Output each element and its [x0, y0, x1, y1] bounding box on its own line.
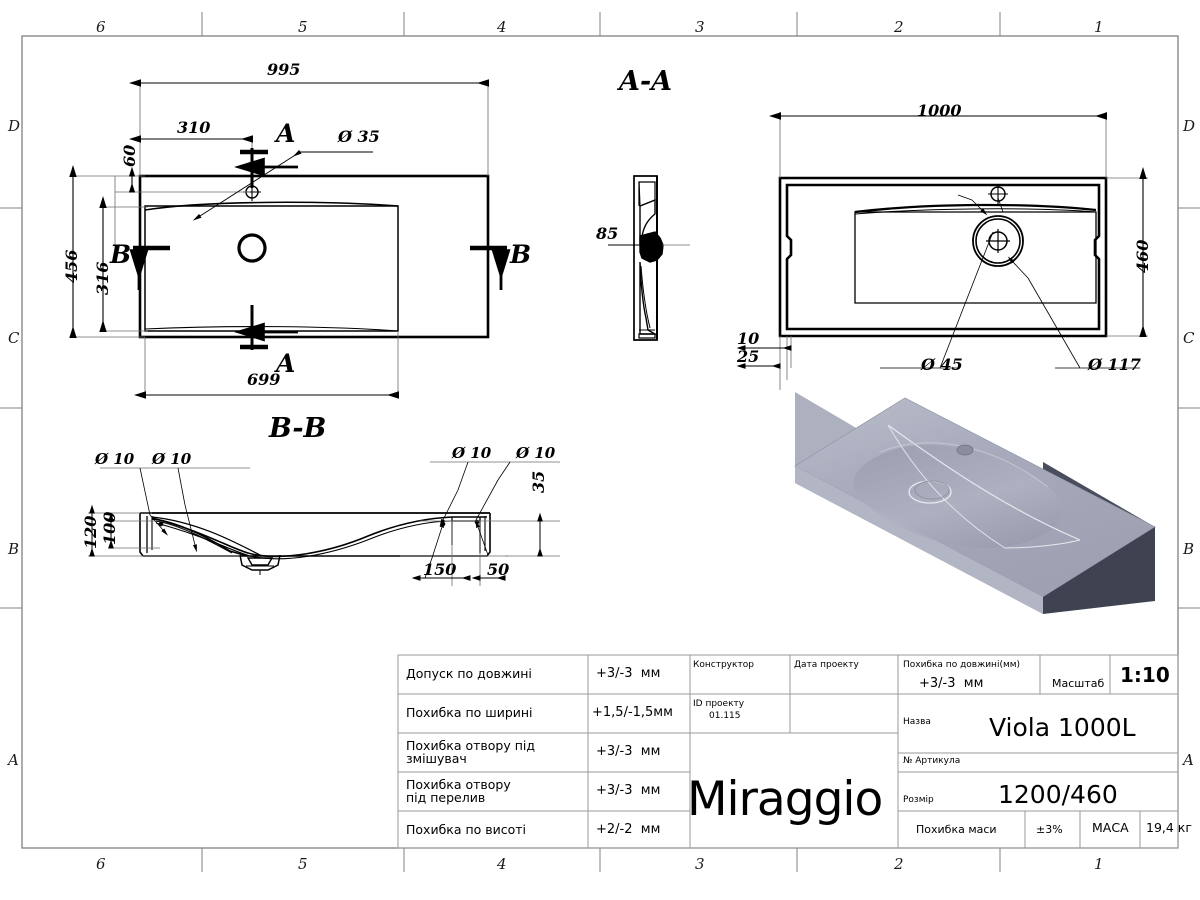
dim-label-d117: Ø 117	[1088, 355, 1141, 374]
tolerance-label-2: Похибка отвору під змішувач	[406, 738, 535, 766]
length-tolerance-label: Похибка по довжині(мм)	[903, 660, 1021, 670]
zone-right-c: C	[1183, 329, 1195, 347]
dim-label-d45: Ø 45	[921, 355, 963, 374]
dim-label-d35: Ø 35	[338, 127, 380, 146]
section-aa-geometry	[633, 175, 664, 341]
zone-bottom-5: 5	[298, 855, 308, 873]
zone-bottom-6: 6	[96, 855, 106, 873]
front-view-geometry	[138, 174, 490, 339]
tolerance-label-3: Похибка отвору під перелив	[406, 777, 511, 805]
zone-left-b: B	[8, 540, 20, 558]
brand-logo: Miraggio	[687, 772, 883, 827]
dim-label-r10-a: Ø 10	[95, 450, 135, 468]
tolerance-label-0: Допуск по довжині	[406, 666, 532, 681]
dim-label-456: 456	[62, 249, 81, 283]
mass-tolerance-value: ±3%	[1036, 823, 1063, 836]
project-id-label: ID проекту	[693, 699, 745, 709]
section-label-b-right: B	[510, 240, 532, 269]
tolerance-value-0: +3/-3 мм	[596, 666, 661, 681]
dim-label-460: 460	[1133, 239, 1152, 273]
dim-label-100: 100	[100, 511, 119, 545]
dim-label-10-lip: 10	[737, 329, 760, 348]
dim-label-995: 995	[267, 60, 301, 79]
zone-top-1: 1	[1094, 18, 1104, 36]
mass-value: 19,4 кг	[1146, 820, 1192, 835]
dim-label-316: 316	[93, 261, 112, 295]
leaders-bb	[139, 461, 511, 579]
project-id-value: 01.115	[709, 711, 741, 721]
section-title-bb: B-B	[269, 413, 327, 444]
top-view-geometry	[778, 176, 1108, 338]
tolerance-value-3: +3/-3 мм	[596, 783, 661, 798]
dim-label-120: 120	[81, 515, 100, 549]
section-mark-a-bottom	[234, 305, 298, 350]
tolerance-label-4: Похибка по висоті	[406, 822, 527, 837]
zone-right-b: B	[1183, 540, 1195, 558]
dim-label-50: 50	[487, 560, 510, 579]
name-label: Назва	[903, 717, 931, 727]
dim-label-35: 35	[529, 470, 548, 493]
designer-label: Конструктор	[693, 660, 754, 670]
dim-label-60: 60	[120, 144, 139, 167]
zone-bottom-4: 4	[497, 855, 507, 873]
zone-top-4: 4	[497, 18, 507, 36]
dim-label-r10-c: Ø 10	[452, 444, 492, 462]
size-value: 1200/460	[998, 780, 1118, 809]
dim-label-310: 310	[177, 118, 211, 137]
tolerance-value-1: +1,5/-1,5мм	[592, 705, 673, 720]
top-view-extension-lines	[779, 112, 1148, 390]
section-mark-b-left	[129, 245, 170, 290]
dim-label-699: 699	[247, 370, 281, 389]
leader-d45	[880, 194, 994, 369]
section-label-a-top: A	[276, 119, 296, 148]
dim-label-r10-b: Ø 10	[152, 450, 192, 468]
dim-label-r10-d: Ø 10	[516, 444, 556, 462]
dim-10-25	[736, 345, 792, 369]
zone-top-2: 2	[894, 18, 904, 36]
zone-right-a: A	[1183, 751, 1194, 769]
zone-right-d: D	[1183, 117, 1196, 135]
leader-d117	[997, 197, 1140, 369]
dim-label-85: 85	[596, 224, 619, 243]
zone-left-d: D	[8, 117, 21, 135]
zone-bottom-2: 2	[894, 855, 904, 873]
mass-label: МАСА	[1092, 820, 1129, 835]
section-mark-b-right	[470, 245, 511, 290]
title-block-grid	[397, 654, 1179, 849]
section-title-aa: A-A	[619, 66, 673, 97]
zone-bottom-1: 1	[1094, 855, 1104, 873]
zone-top-3: 3	[695, 18, 705, 36]
zone-tick-marks	[0, 12, 1200, 872]
size-label: Розмір	[903, 795, 934, 805]
zone-left-c: C	[8, 329, 20, 347]
scale-value: 1:10	[1120, 663, 1170, 687]
isometric-sink-render	[794, 392, 1157, 614]
zone-left-a: A	[8, 751, 19, 769]
tolerance-value-4: +2/-2 мм	[596, 822, 661, 837]
scale-label: Масштаб	[1052, 677, 1105, 690]
section-label-a-bottom: A	[276, 349, 296, 378]
leader-d35	[192, 149, 373, 221]
length-tolerance-value: +3/-3 мм	[919, 676, 984, 691]
tolerance-label-1: Похибка по ширині	[406, 705, 533, 720]
section-mark-a-top	[234, 148, 298, 188]
zone-bottom-3: 3	[695, 855, 705, 873]
dim-label-1000: 1000	[917, 101, 962, 120]
dim-label-25-lip: 25	[737, 347, 760, 366]
article-label: № Артикула	[903, 756, 961, 766]
dim-label-150: 150	[423, 560, 457, 579]
tolerance-value-2: +3/-3 мм	[596, 744, 661, 759]
zone-top-6: 6	[96, 18, 106, 36]
product-name: Viola 1000L	[989, 713, 1136, 742]
section-label-b-left: B	[110, 240, 132, 269]
date-label: Дата проекту	[794, 660, 859, 670]
mass-tolerance-label: Похибка маси	[916, 823, 997, 836]
zone-top-5: 5	[298, 18, 308, 36]
